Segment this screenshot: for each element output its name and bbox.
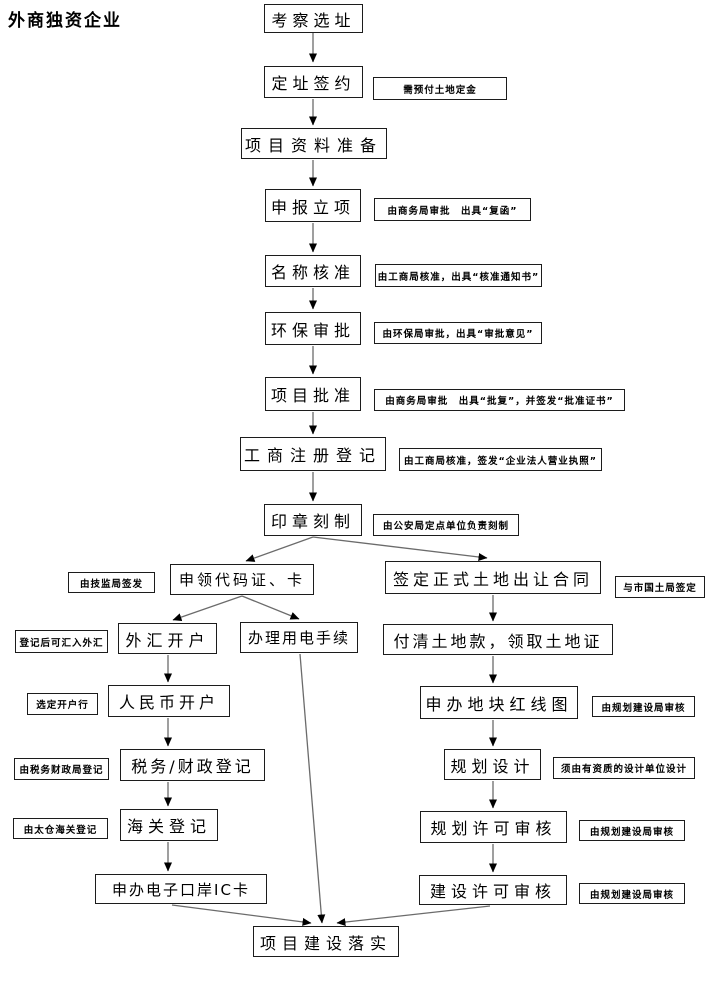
note-redline: 由规划建设局审核	[592, 696, 695, 717]
note-rmb: 选定开户行	[27, 693, 98, 715]
edge-seal-codecert	[245, 536, 314, 562]
flow-node-redline: 申办地块红线图	[420, 686, 578, 719]
flow-node-env-approval: 环保审批	[265, 312, 361, 345]
note-deposit: 需预付土地定金	[373, 77, 507, 100]
flow-node-name-check: 名称核准	[265, 255, 361, 287]
flow-node-ic-card: 申办电子口岸IC卡	[95, 874, 267, 904]
edge-iccard-implement	[171, 904, 312, 926]
edge-seal-landcontract	[312, 536, 488, 561]
note-filing: 由商务局审批 出具“复函”	[374, 198, 531, 221]
flow-node-seal: 印章刻制	[264, 504, 362, 536]
note-seal: 由公安局定点单位负责刻制	[373, 514, 519, 536]
edge-electricity-implement	[299, 653, 326, 924]
note-plan-design: 须由有资质的设计单位设计	[553, 757, 695, 779]
flow-node-code-cert: 申领代码证、卡	[170, 564, 314, 595]
note-build-permit: 由规划建设局审核	[579, 883, 685, 904]
note-forex: 登记后可汇入外汇	[15, 630, 108, 653]
flow-node-materials: 项目资料准备	[241, 128, 387, 159]
flow-node-rmb: 人民币开户	[108, 685, 230, 717]
note-env: 由环保局审批，出具“审批意见”	[374, 322, 542, 344]
edge-codecert-electricity	[241, 595, 300, 620]
flow-node-business-reg: 工商注册登记	[240, 437, 386, 471]
edge-codecert-forex	[172, 595, 243, 621]
flow-node-survey: 考察选址	[264, 4, 363, 33]
note-tax: 由税务财政局登记	[14, 758, 109, 780]
note-code-cert: 由技监局签发	[68, 572, 155, 593]
flow-node-land-contract: 签定正式土地出让合同	[385, 561, 601, 594]
page-title: 外商独资企业	[8, 11, 122, 31]
flow-node-electricity: 办理用电手续	[240, 622, 358, 653]
flow-node-site-sign: 定址签约	[264, 66, 363, 98]
edge-buildpermit-implement	[336, 905, 491, 927]
note-customs: 由太仓海关登记	[13, 818, 108, 839]
note-business-reg: 由工商局核准，签发“企业法人营业执照”	[399, 448, 602, 471]
note-plan-permit: 由规划建设局审核	[579, 820, 685, 841]
flow-node-forex: 外汇开户	[118, 623, 217, 654]
flow-node-project-approval: 项目批准	[265, 377, 361, 411]
note-name-check: 由工商局核准，出具“核准通知书”	[375, 264, 542, 287]
flow-node-tax: 税务/财政登记	[120, 749, 265, 781]
note-approval: 由商务局审批 出具“批复”，并签发“批准证书”	[374, 389, 625, 411]
flow-node-plan-design: 规划设计	[444, 749, 541, 780]
note-land-contract: 与市国土局签定	[615, 576, 705, 598]
flow-node-land-pay: 付清土地款，领取土地证	[383, 624, 613, 655]
flow-node-plan-permit: 规划许可审核	[420, 811, 567, 843]
flow-node-customs: 海关登记	[120, 809, 218, 841]
flow-node-implement: 项目建设落实	[253, 926, 399, 957]
flow-node-build-permit: 建设许可审核	[419, 875, 567, 905]
flow-node-filing: 申报立项	[265, 189, 361, 222]
